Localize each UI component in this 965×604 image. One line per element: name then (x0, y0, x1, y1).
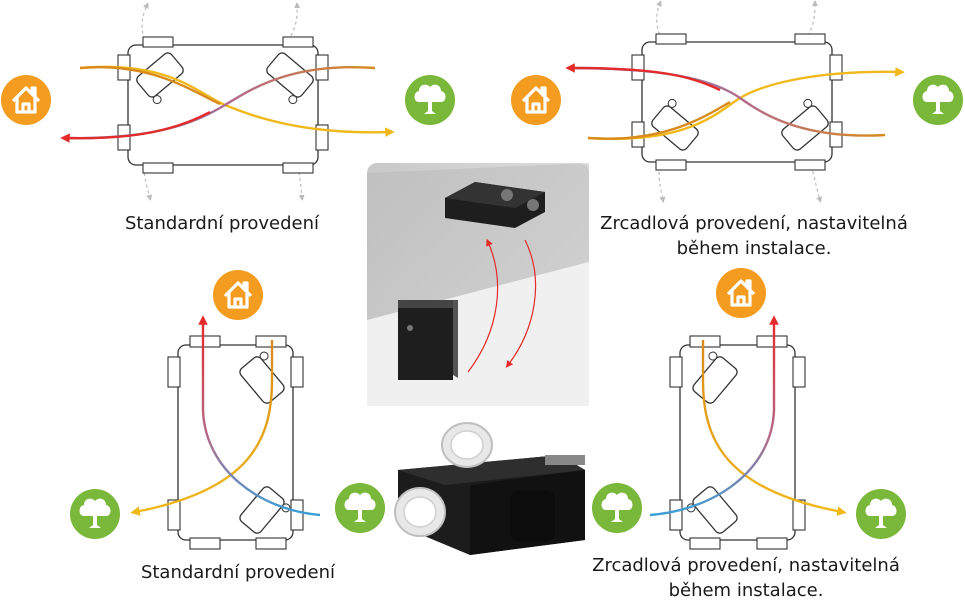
tree-icon (856, 489, 906, 539)
unit-diagram-top-left (60, 2, 395, 201)
caption-standard-top: Standardní provedení (92, 211, 352, 236)
caption-line: Standardní provedení (124, 213, 320, 234)
tree-icon (405, 75, 455, 125)
tree-icon (335, 483, 385, 533)
caption-line: během instalace. (668, 580, 824, 601)
installation-photo (367, 163, 589, 406)
unit-diagram-bottom-right (649, 315, 847, 550)
caption-line: během instalace. (676, 238, 832, 259)
house-icon (509, 73, 563, 127)
tree-icon (913, 75, 963, 125)
house-icon (714, 266, 768, 320)
tree-icon (70, 489, 120, 539)
house-icon (211, 268, 265, 322)
caption-line: Zrcadlová provedení, nastavitelná (592, 555, 900, 576)
unit-product-photo (394, 422, 585, 555)
caption-mirrored-bottom: Zrcadlová provedení, nastavitelná během … (576, 553, 916, 603)
caption-line: Standardní provedení (140, 562, 336, 583)
caption-mirrored-top: Zrcadlová provedení, nastavitelná během … (580, 211, 928, 261)
caption-line: Zrcadlová provedení, nastavitelná (600, 213, 908, 234)
house-icon (0, 73, 53, 127)
unit-diagram-bottom-left (130, 315, 321, 550)
unit-diagram-top-right (565, 0, 905, 203)
caption-standard-bottom: Standardní provedení (118, 560, 358, 585)
tree-icon (592, 483, 642, 533)
